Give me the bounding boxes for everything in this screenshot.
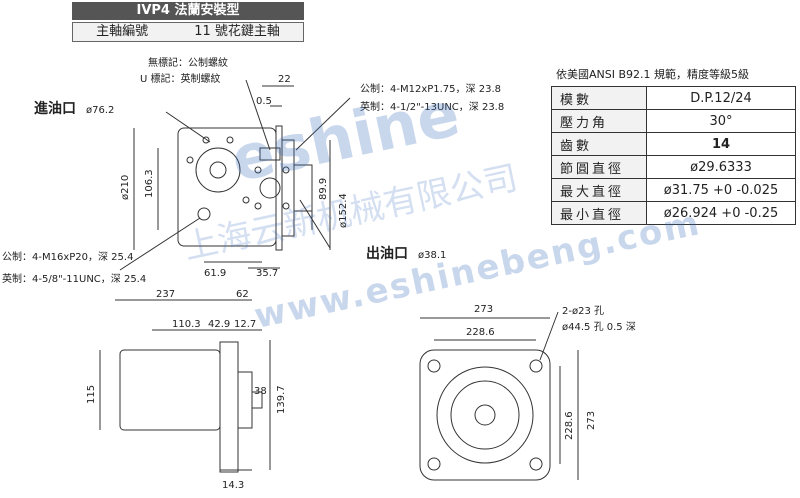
dim-152-4: ø152.4: [338, 193, 349, 228]
dim-12-7: 12.7: [234, 319, 256, 330]
header-title: IVP4 法蘭安裝型: [72, 2, 304, 20]
spec-key: 壓力角: [551, 109, 647, 133]
spec-value: ø26.924 +0 -0.25: [646, 201, 796, 225]
dim-110-3: 110.3: [172, 319, 201, 330]
dim-210: ø210: [120, 175, 131, 200]
inlet-label: 進油口: [34, 100, 76, 117]
outlet-label: 出油口: [366, 245, 408, 262]
dim-115: 115: [86, 385, 97, 404]
spec-value: D.P.12/24: [646, 86, 796, 110]
no-mark-label: 無標記：公制螺紋: [148, 56, 228, 69]
dim-61-9: 61.9: [204, 268, 226, 279]
dim-228-6-side: 228.6: [564, 411, 575, 440]
spec-key: 齒數: [551, 132, 647, 156]
dim-42-9: 42.9: [208, 319, 230, 330]
spec-key: 最小直徑: [551, 201, 647, 225]
thread-bot-imperial: 英制：4-5/8"-11UNC，深 25.4: [2, 272, 146, 285]
dim-237: 237: [156, 289, 175, 300]
shaft-value: 11 號花鍵主軸: [194, 24, 280, 39]
spec-value: ø31.75 +0 -0.025: [646, 178, 796, 202]
dim-14-3: 14.3: [222, 480, 244, 491]
dim-89-9: 89.9: [318, 178, 329, 200]
side-view: [119, 79, 351, 271]
dim-273-side: 273: [586, 411, 597, 430]
dim-106-3: 106.3: [144, 169, 155, 198]
shaft-label: 主軸編號: [96, 24, 149, 39]
dim-38: 38: [254, 386, 267, 397]
thread-bot-metric: 公制：4-M16xP20，深 25.4: [2, 250, 133, 263]
thread-top-metric: 公制：4-M12xP1.75，深 23.8: [360, 82, 501, 95]
dim-0-5: 0.5: [256, 96, 272, 107]
dim-35-7: 35.7: [256, 268, 278, 279]
spec-key: 模數: [551, 86, 647, 110]
spec-key: 最大直徑: [551, 178, 647, 202]
u-mark-label: U 標記：英制螺紋: [140, 72, 221, 85]
front-view: [99, 299, 271, 473]
flange-view: [419, 311, 579, 481]
dim-228-6-top: 228.6: [466, 327, 495, 338]
dim-273-top: 273: [474, 304, 493, 315]
spec-value: 14: [646, 132, 796, 156]
dim-62: 62: [236, 289, 249, 300]
dim-139-7: 139.7: [276, 385, 287, 414]
thread-top-imperial: 英制：4-1/2"-13UNC，深 23.8: [360, 100, 504, 113]
spec-value: ø29.6333: [646, 155, 796, 179]
dim-22: 22: [278, 74, 291, 85]
inlet-dia: ø76.2: [86, 105, 114, 116]
spec-value: 30°: [646, 109, 796, 133]
outlet-dia: ø38.1: [418, 250, 446, 261]
shaft-number-bar: 主軸編號 11 號花鍵主軸: [72, 22, 304, 42]
spec-key: 節圓直徑: [551, 155, 647, 179]
spec-caption: 依美國ANSI B92.1 規範，精度等級5級: [556, 68, 750, 81]
holes-label: 2-ø23 孔: [562, 305, 604, 317]
counterbore-label: ø44.5 孔 0.5 深: [562, 321, 636, 333]
